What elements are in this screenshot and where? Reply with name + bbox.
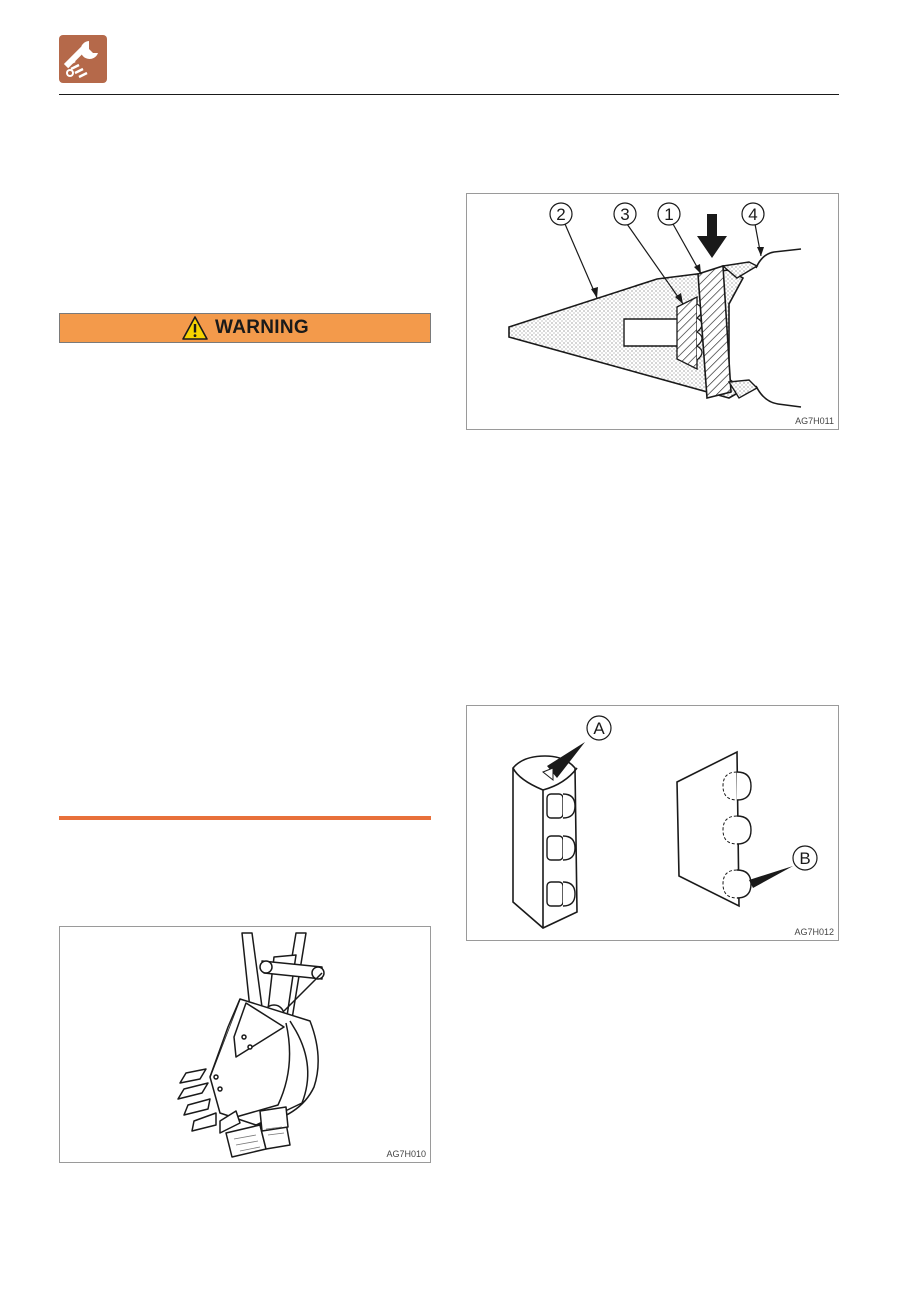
warning-triangle-icon [182, 316, 208, 340]
callout-1: 1 [657, 202, 681, 226]
callout-3: 3 [613, 202, 637, 226]
warning-banner: WARNING [59, 313, 431, 343]
figure-pin-lock: A B AG7H012 [466, 705, 839, 941]
figure-tooth-section: 2 3 1 4 AG7H011 [466, 193, 839, 430]
callout-A: A [586, 715, 612, 741]
header-rule [59, 94, 839, 95]
callout-B: B [792, 845, 818, 871]
section-rule [59, 816, 431, 820]
svg-text:4: 4 [748, 205, 757, 224]
figure-bucket: AG7H010 [59, 926, 431, 1163]
figure-code: AG7H012 [794, 927, 834, 937]
svg-text:1: 1 [664, 205, 673, 224]
figure-code: AG7H010 [386, 1149, 426, 1159]
figure-code: AG7H011 [795, 416, 834, 426]
svg-text:2: 2 [556, 205, 565, 224]
wrench-spring-maintenance-icon [59, 35, 107, 83]
svg-text:B: B [799, 849, 810, 868]
callout-2: 2 [549, 202, 573, 226]
callout-4: 4 [741, 202, 765, 226]
warning-label: WARNING [215, 317, 309, 338]
svg-text:3: 3 [620, 205, 629, 224]
svg-text:A: A [593, 719, 605, 738]
